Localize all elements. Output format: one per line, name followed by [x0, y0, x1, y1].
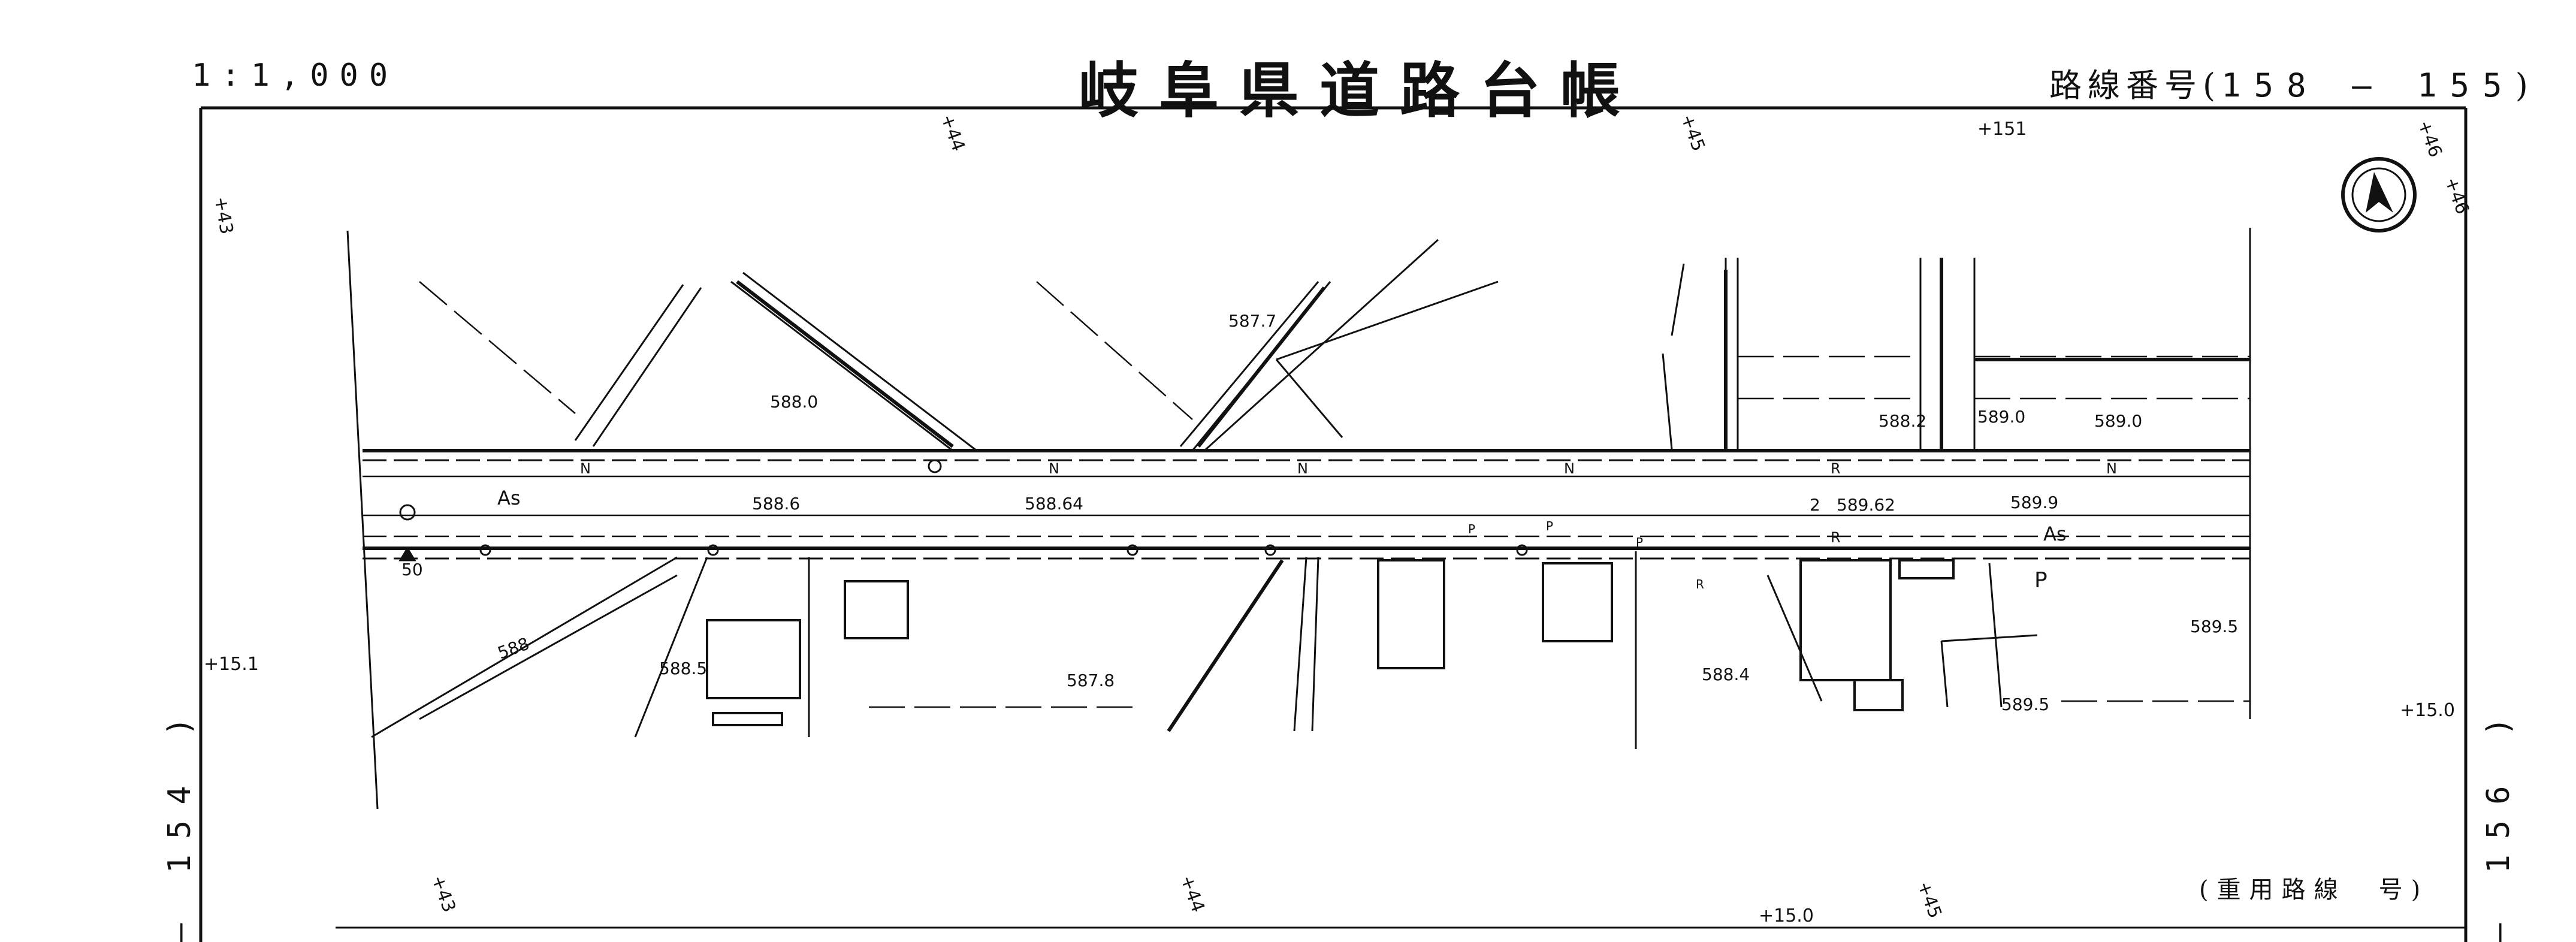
station-mark: +43 — [210, 195, 237, 236]
elevation-label: 589.62 — [1837, 495, 1895, 515]
retaining-walls — [736, 258, 2250, 732]
parcel-lines — [419, 281, 2250, 708]
elevation-label: 588.5 — [659, 659, 707, 678]
misc-label: P — [1546, 519, 1553, 533]
station-mark: +44 — [936, 111, 969, 154]
station-mark: +46 — [2440, 174, 2473, 217]
elevation-label: 588.6 — [752, 494, 800, 514]
route-number-value: 158 — 155 — [2221, 67, 2515, 104]
surface-label: As — [497, 487, 521, 509]
elevation-label: 589.5 — [2001, 695, 2049, 714]
north-arrow-icon — [2341, 157, 2417, 233]
station-mark: +151 — [1977, 119, 2027, 140]
elevation-label: 589.0 — [2094, 411, 2142, 431]
station-mark: +43 — [427, 872, 460, 915]
misc-label: P — [1468, 522, 1475, 536]
edge-code: P — [2034, 568, 2047, 593]
edge-code: R — [1831, 460, 1841, 477]
elevation-label: 587.8 — [1067, 671, 1115, 690]
elevation-label: 589.5 — [2190, 617, 2238, 636]
station-mark: +46 — [2413, 117, 2446, 160]
road-codes: As As N N N N R N R P P P P R — [497, 460, 2117, 593]
elevation-label: 588.4 — [1702, 665, 1750, 684]
edge-code: N — [580, 460, 591, 477]
elevation-label: 588.2 — [1879, 411, 1926, 431]
edge-code: N — [2106, 460, 2117, 477]
plan-extent-lines — [346, 228, 2251, 810]
side-roads — [371, 238, 2038, 738]
sheet-frame — [199, 106, 2468, 942]
road-edges — [363, 449, 2250, 560]
elevation-label: 589.9 — [2010, 493, 2058, 512]
station-mark: +45 — [1676, 111, 1709, 154]
station-mark: +15.1 — [204, 654, 259, 675]
route-number-label: 路線番号 — [2049, 67, 2203, 104]
elevation-labels: 587.7 588.0 588.2 589.0 589.0 588.6 588.… — [401, 311, 2238, 714]
route-number: 路線番号(158 — 155) — [2049, 67, 2534, 104]
elevation-label: 588.0 — [770, 392, 818, 412]
station-mark: +15.0 — [2400, 700, 2455, 721]
surface-label: As — [2043, 523, 2067, 545]
map-title: 岐阜県道路台帳 — [1079, 55, 1641, 126]
map-scale: 1:1,000 — [192, 58, 399, 93]
station-mark: +15.0 — [1759, 905, 1814, 926]
edge-code: N — [1564, 460, 1575, 477]
elevation-label: 50 — [401, 560, 423, 579]
elevation-label: 588.64 — [1025, 494, 1083, 514]
edge-code: R — [1831, 529, 1841, 546]
edge-code: N — [1297, 460, 1308, 477]
elevation-label: 589.0 — [1977, 407, 2025, 427]
elevation-label: 587.7 — [1228, 311, 1276, 331]
edge-code: N — [1049, 460, 1059, 477]
station-mark: +45 — [1913, 878, 1946, 921]
misc-label: P — [1636, 535, 1643, 550]
elevation-label: 2 — [1810, 495, 1820, 515]
point-symbols — [398, 459, 1528, 561]
station-marks: +43 +44 +45 +151 +46 +46 +15.1 +15.0 +43… — [204, 111, 2473, 926]
buildings — [706, 559, 1955, 726]
station-mark: +44 — [1176, 872, 1209, 915]
joint-use-route: (重用路線 号) — [2199, 876, 2429, 904]
misc-label: R — [1696, 577, 1704, 591]
